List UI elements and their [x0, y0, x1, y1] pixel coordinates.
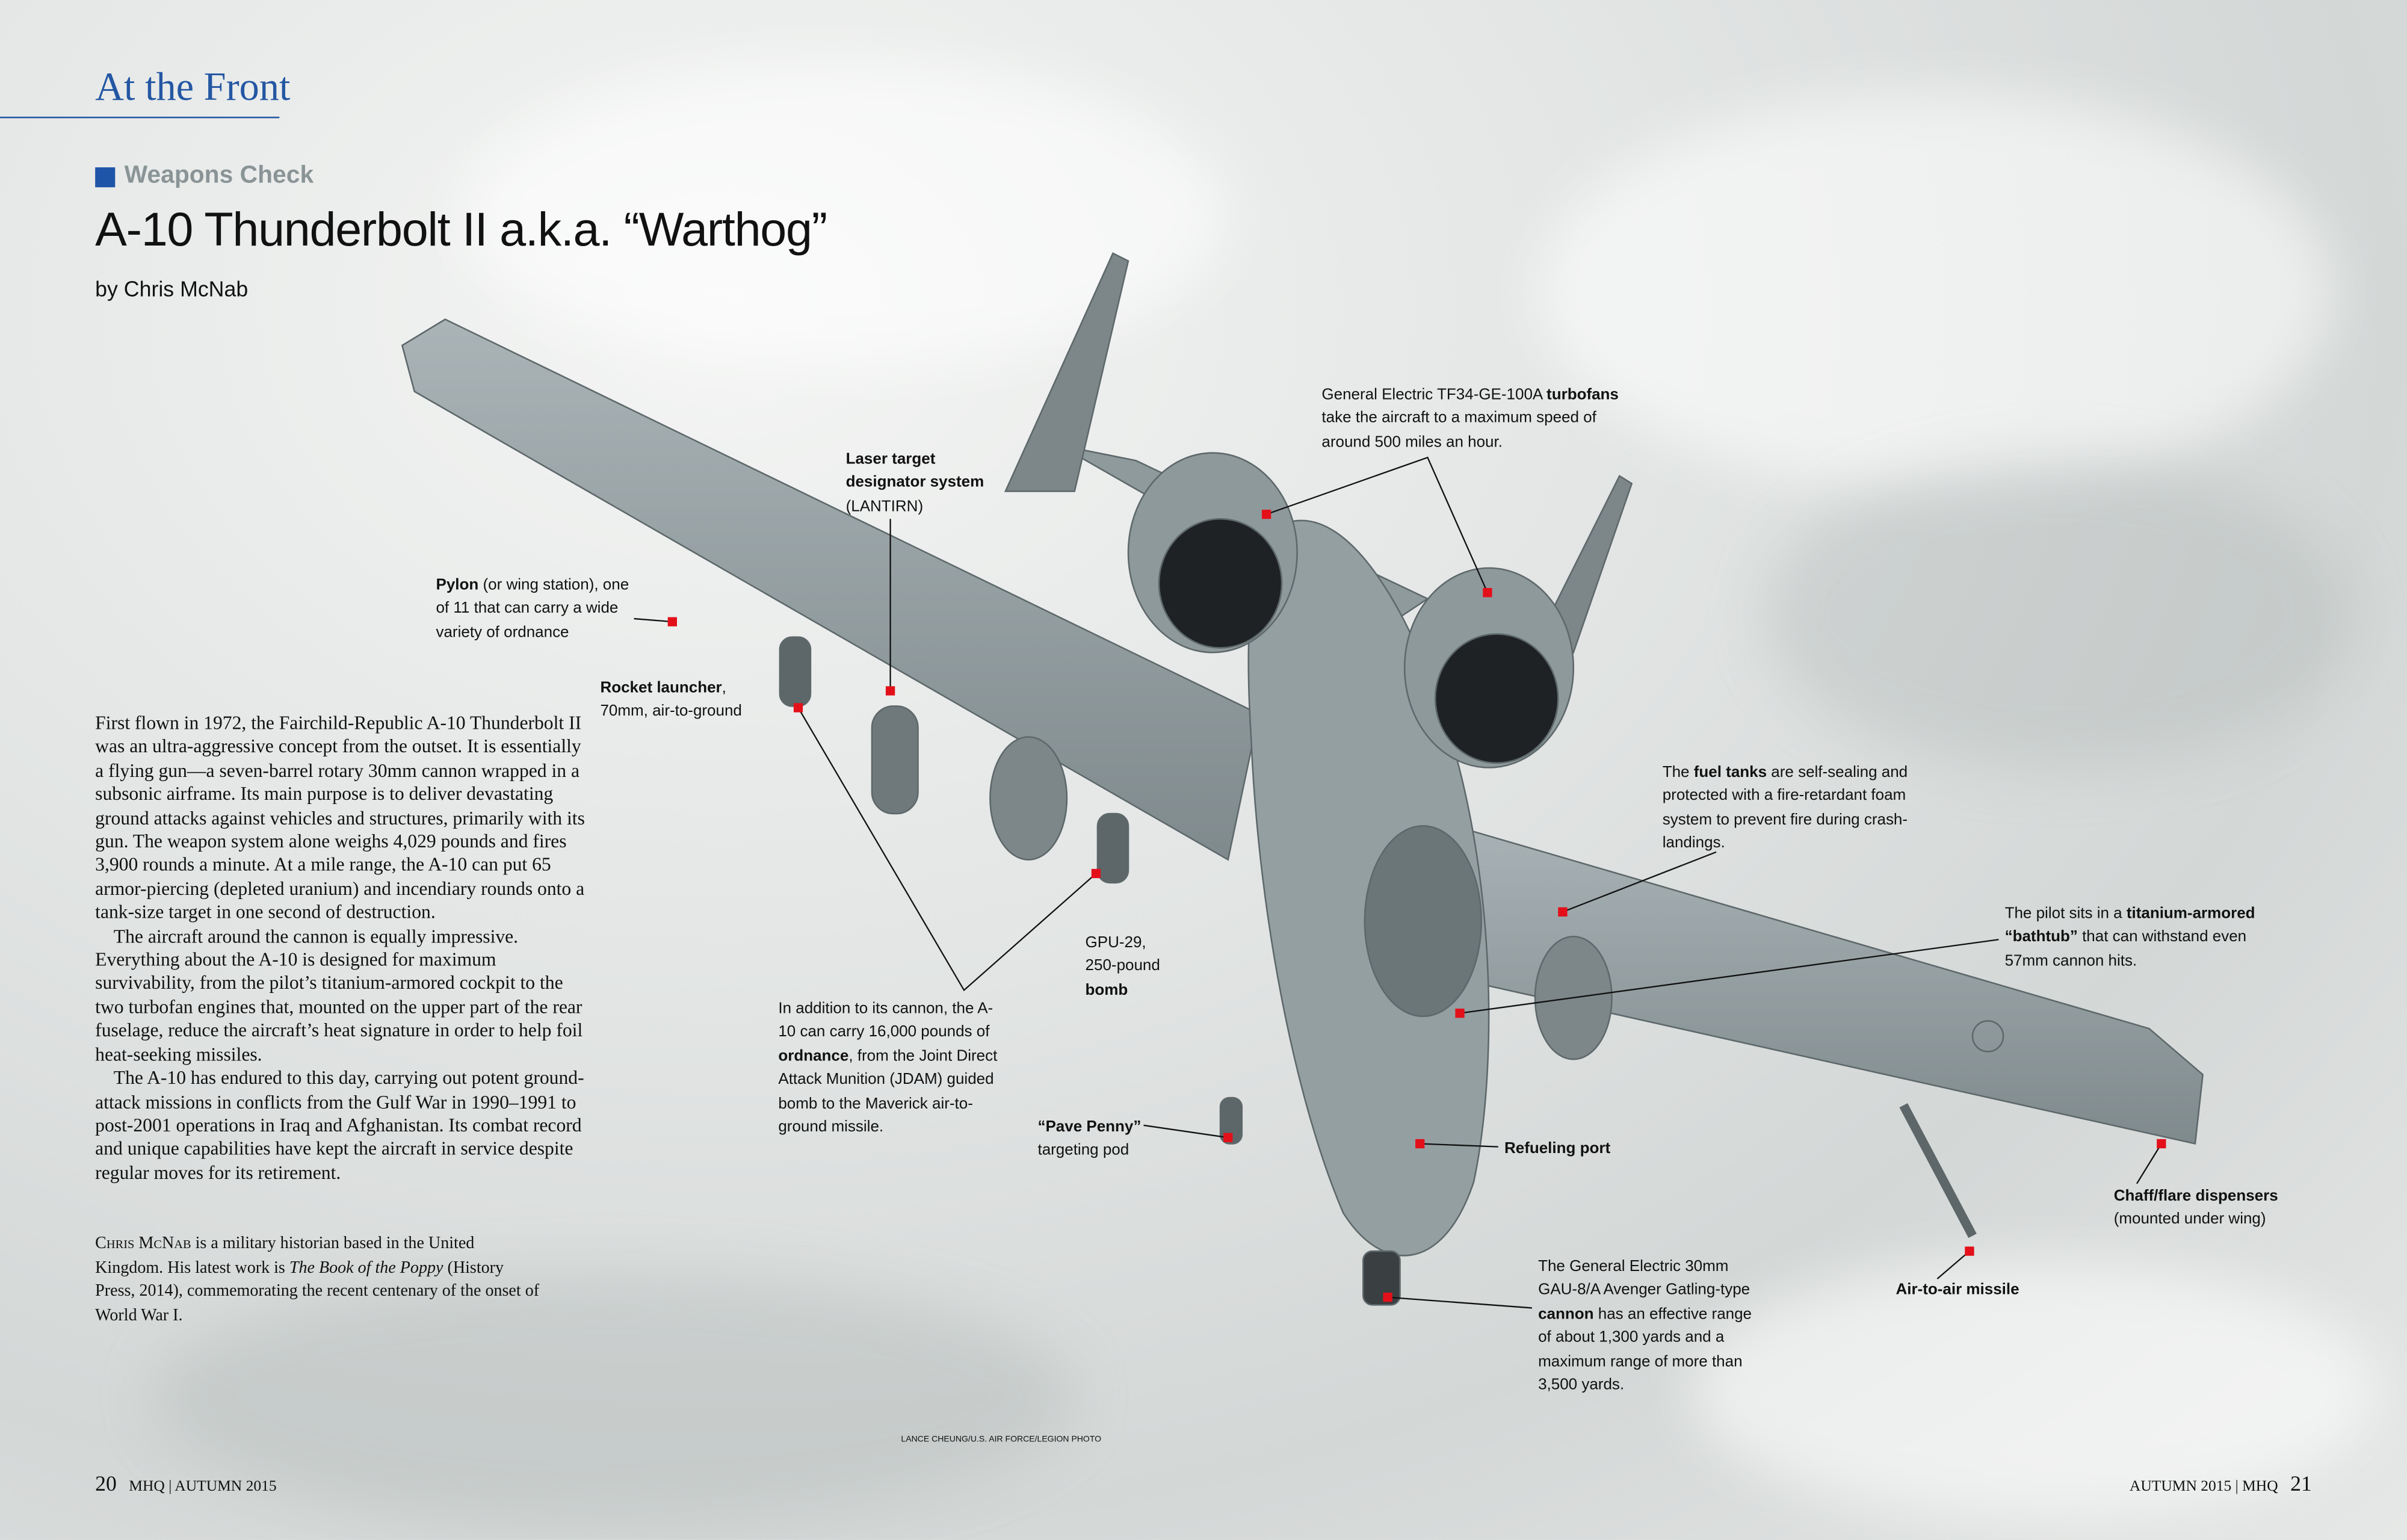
callout-turbofans: General Electric TF34-GE-100A turbofans … [1321, 384, 1628, 455]
callout-text: , from the Joint Direct Attack Munition … [778, 1048, 998, 1136]
page-number: 21 [2290, 1473, 2312, 1497]
callout-text: (or wing station), one of 11 that can ca… [436, 577, 629, 642]
roundel [1971, 1020, 2004, 1053]
callout-text: Air-to-air missile [1896, 1282, 2019, 1299]
callout-air-to-air-missile: Air-to-air missile [1896, 1279, 2080, 1302]
cloud [1689, 1258, 2380, 1520]
paragraph: First flown in 1972, the Fairchild-Repub… [95, 712, 585, 923]
paragraph: The A-10 has endured to this day, carryi… [95, 1067, 584, 1184]
byline: by Chris McNab [95, 276, 249, 301]
callout-text: take the aircraft to a maximum speed of … [1321, 410, 1596, 451]
callout-text: GPU-29, 250-pound [1085, 935, 1160, 976]
bio-text: is a military historian based in the Uni… [95, 1234, 475, 1277]
cloud [153, 1274, 1075, 1520]
callout-text: In addition to its cannon, the A-10 can … [778, 1001, 993, 1042]
callout-text: Pylon [436, 577, 479, 595]
gun-muzzle [1362, 1250, 1401, 1306]
article-body: First flown in 1972, the Fairchild-Repub… [95, 713, 586, 1186]
callout-gpu-bomb: GPU-29, 250-pound bomb [1086, 932, 1181, 1003]
bomb [1096, 812, 1129, 884]
paragraph: The aircraft around the cannon is equall… [95, 925, 583, 1065]
callout-text: Laser target designator system [845, 451, 984, 492]
callout-pylon: Pylon (or wing station), one of 11 that … [436, 574, 643, 645]
rocket-pod [779, 636, 812, 707]
marker-dot [1261, 509, 1271, 519]
callout-refueling-port: Refueling port [1504, 1137, 1689, 1161]
marker-dot [1965, 1246, 1974, 1256]
callout-text: ordnance [778, 1048, 849, 1065]
callout-text: The [1662, 764, 1694, 782]
bio-book-title: The Book of the Poppy [289, 1258, 443, 1277]
left-gear-pod [989, 736, 1068, 861]
callout-ordnance: In addition to its cannon, the A-10 can … [778, 998, 1009, 1140]
section-title: At the Front [95, 64, 291, 110]
callout-cannon: The General Electric 30mm GAU-8/A Avenge… [1538, 1256, 1761, 1398]
folio-left: 20 MHQ | AUTUMN 2015 [95, 1474, 276, 1498]
callout-rocket-launcher: Rocket launcher, 70mm, air-to-ground [600, 677, 761, 725]
page-number: 20 [95, 1473, 117, 1497]
author-bio: Chris McNab is a military historian base… [95, 1232, 540, 1328]
folio-text: MHQ | AUTUMN 2015 [129, 1478, 277, 1495]
marker-dot [1091, 868, 1101, 879]
callout-chaff-flare: Chaff/flare dispensers (mounted under wi… [2114, 1185, 2298, 1232]
callout-laser: Laser target designator system (LANTIRN) [846, 448, 1000, 519]
callout-text: The pilot sits in a [2004, 906, 2127, 923]
folio-text: AUTUMN 2015 | MHQ [2129, 1478, 2278, 1495]
marker-dot [885, 686, 895, 696]
bio-text: (History Press, 2014), commemorating the… [95, 1258, 540, 1325]
right-engine-intake [1434, 633, 1559, 764]
callout-text: The General Electric 30mm GAU-8/A Avenge… [1538, 1258, 1750, 1300]
photo-credit: LANCE CHEUNG/U.S. AIR FORCE/LEGION PHOTO [901, 1435, 1102, 1445]
callout-text: , 70mm, air-to-ground [600, 680, 742, 721]
pave-penny-pod [1219, 1096, 1243, 1145]
bio-name: Chris McNab [95, 1234, 191, 1253]
marker-dot [667, 617, 677, 626]
callout-pave-penny: “Pave Penny” targeting pod [1037, 1116, 1160, 1164]
callout-text: that can withstand even 57mm cannon hits… [2004, 929, 2247, 970]
callout-text: turbofans [1546, 386, 1619, 404]
left-engine-intake [1158, 518, 1283, 649]
callout-text: (mounted under wing) [2113, 1211, 2266, 1229]
cloud [1765, 460, 2349, 768]
marker-dot [1383, 1292, 1392, 1302]
callout-text: fuel tanks [1693, 764, 1767, 782]
marker-dot [1483, 588, 1492, 598]
left-wing [401, 318, 1260, 861]
canopy [1364, 825, 1482, 1018]
marker-dot [1455, 1009, 1465, 1018]
marker-dot [1558, 907, 1568, 917]
kicker-label: Weapons Check [124, 162, 314, 189]
article-title: A-10 Thunderbolt II a.k.a. “Warthog” [95, 202, 827, 257]
callout-text: (LANTIRN) [845, 498, 924, 516]
callout-text: “Pave Penny” [1037, 1119, 1142, 1136]
callout-text: General Electric TF34-GE-100A [1321, 386, 1547, 404]
callout-text: are self-sealing and protected with a fi… [1662, 764, 1908, 853]
leader-lines [634, 456, 2162, 1309]
folio-right: AUTUMN 2015 | MHQ 21 [2130, 1474, 2312, 1498]
marker-dot [1223, 1133, 1233, 1142]
marker-dot [1415, 1139, 1425, 1149]
callout-text: Refueling port [1504, 1140, 1611, 1158]
callout-text: has an effective range of about 1,300 ya… [1538, 1306, 1752, 1394]
callout-text: targeting pod [1037, 1142, 1129, 1160]
marker-dot [2157, 1139, 2166, 1149]
callout-text: cannon [1538, 1306, 1594, 1323]
callout-pilot: The pilot sits in a titanium-armored “ba… [2005, 903, 2258, 974]
marker-dot [793, 703, 803, 713]
cloud [1535, 92, 2334, 492]
callout-text: Chaff/flare dispensers [2113, 1188, 2278, 1205]
kicker-square-icon [95, 166, 116, 187]
kicker: Weapons Check [95, 162, 314, 190]
right-wing [1411, 812, 2204, 1145]
fuel-pod [871, 705, 919, 815]
left-fin [1004, 252, 1129, 492]
callout-fuel-tanks: The fuel tanks are self-sealing and prot… [1663, 761, 1916, 856]
callout-text: Rocket launcher [600, 680, 722, 697]
aircraft-shape [401, 252, 2204, 1306]
callout-text: titanium-armored “bathtub” [2004, 906, 2255, 947]
missile [1899, 1103, 1977, 1238]
callout-text: bomb [1085, 982, 1128, 1000]
section-rule [0, 116, 280, 119]
